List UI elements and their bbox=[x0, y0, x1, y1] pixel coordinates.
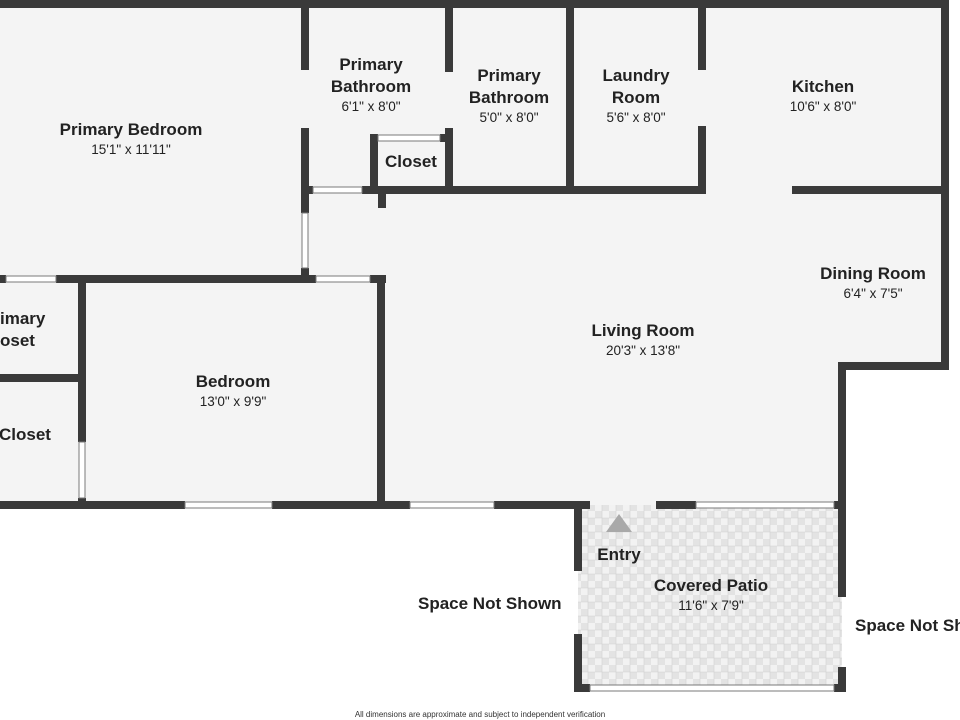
wall-pb-right-a bbox=[301, 0, 309, 70]
room-dimensions: 6'4" x 7'5" bbox=[843, 286, 903, 301]
wall-bedroom-left-b bbox=[78, 498, 86, 509]
wall-closet-stub bbox=[378, 190, 386, 208]
room-name: Kitchen bbox=[791, 77, 855, 96]
wall-bath-bottom-b bbox=[362, 186, 706, 194]
wall-pb-bottom-a bbox=[56, 275, 316, 283]
wall-bottom-c bbox=[494, 501, 590, 509]
space-not-shown-left: Space Not Shown bbox=[418, 594, 562, 613]
window-patio-bottom bbox=[589, 684, 835, 692]
room-name: Covered Patio bbox=[653, 576, 769, 595]
room-name: Closet bbox=[385, 152, 437, 171]
window-bottom-bedroom bbox=[184, 501, 273, 509]
wall-dining-bottom bbox=[838, 362, 949, 370]
room-primary-closet: imary oset bbox=[0, 309, 46, 350]
room-name: Bedroom bbox=[195, 372, 271, 391]
window-closet-top bbox=[377, 134, 441, 142]
room-kitchen: Kitchen 10'6" x 8'0" bbox=[790, 76, 857, 116]
wall-bottom-b bbox=[272, 501, 410, 509]
room-dimensions: 5'0" x 8'0" bbox=[479, 110, 539, 125]
wall-bath-bottom-a bbox=[301, 186, 313, 194]
room-dimensions: 5'6" x 8'0" bbox=[606, 110, 666, 125]
entry-arrow-icon bbox=[606, 514, 632, 532]
room-name: Primary Bathroom bbox=[330, 55, 412, 96]
room-name: Dining Room bbox=[820, 264, 926, 283]
wall-bedroom-right bbox=[377, 275, 385, 505]
room-name: Laundry Room bbox=[602, 66, 670, 107]
wall-pb-right-b bbox=[301, 128, 309, 213]
wall-bedroom-left-a bbox=[78, 275, 86, 442]
wall-closet-left bbox=[370, 134, 378, 190]
wall-laundry-right-b bbox=[698, 126, 706, 194]
floor-fills bbox=[0, 5, 945, 690]
windows bbox=[5, 134, 835, 692]
window-bottom-patio bbox=[695, 501, 835, 509]
wall-kitchen-bottom bbox=[792, 186, 949, 194]
wall-bottom-d bbox=[656, 501, 696, 509]
window-bath1-bottom bbox=[312, 186, 363, 194]
wall-bath-div-b bbox=[445, 128, 453, 190]
room-closet-small: Closet bbox=[385, 151, 437, 173]
window-left-top bbox=[5, 275, 57, 283]
room-bedroom: Bedroom 13'0" x 9'9" bbox=[196, 371, 271, 411]
room-dimensions: 20'3" x 13'8" bbox=[605, 343, 681, 358]
room-dimensions: 13'0" x 9'9" bbox=[199, 394, 267, 409]
room-laundry: Laundry Room 5'6" x 8'0" bbox=[591, 65, 681, 127]
window-pb-right bbox=[301, 212, 309, 269]
wall-bath-div-a bbox=[445, 0, 453, 72]
room-living: Living Room 20'3" x 13'8" bbox=[592, 320, 695, 360]
room-name: Primary Bedroom bbox=[59, 120, 203, 139]
wall-patio-left-a bbox=[574, 505, 582, 571]
room-primary-bathroom-1: Primary Bathroom 6'1" x 8'0" bbox=[321, 54, 421, 116]
wall-laundry-left bbox=[566, 0, 574, 192]
entry-name: Entry bbox=[597, 545, 641, 564]
room-name: Living Room bbox=[591, 321, 695, 340]
room-primary-bathroom-2: Primary Bathroom 5'0" x 8'0" bbox=[459, 65, 559, 127]
room-closet-left: Closet bbox=[0, 425, 51, 444]
wall-patio-right-b bbox=[838, 667, 846, 692]
footer-disclaimer: All dimensions are approximate and subje… bbox=[354, 710, 606, 719]
room-dimensions: 6'1" x 8'0" bbox=[341, 99, 401, 114]
room-dimensions: 10'6" x 8'0" bbox=[789, 99, 857, 114]
wall-left-stub-top bbox=[0, 275, 6, 283]
label-entry: Entry bbox=[597, 544, 640, 566]
walls bbox=[0, 0, 949, 692]
wall-bottom-a bbox=[0, 501, 185, 509]
wall-patio-bottom-a bbox=[574, 684, 590, 692]
window-bedroom-left bbox=[78, 441, 86, 499]
window-bottom-living bbox=[409, 501, 495, 509]
window-pb-bottom bbox=[315, 275, 371, 283]
wall-closet-divider bbox=[0, 374, 84, 382]
space-not-shown-right: Space Not Sh bbox=[855, 616, 960, 635]
wall-laundry-right-a bbox=[698, 0, 706, 70]
wall-closet-top-right bbox=[440, 134, 453, 142]
patio-floor bbox=[578, 505, 842, 690]
room-covered-patio: Covered Patio 11'6" x 7'9" bbox=[654, 575, 768, 615]
room-name: Primary Bathroom bbox=[468, 66, 550, 107]
wall-patio-left-b bbox=[574, 634, 582, 692]
wall-right-upper bbox=[941, 0, 949, 370]
interior-floor bbox=[0, 5, 945, 505]
room-dimensions: 15'1" x 11'11" bbox=[91, 142, 171, 157]
wall-living-right bbox=[838, 362, 846, 505]
wall-patio-right-a bbox=[838, 505, 846, 597]
wall-top bbox=[0, 0, 949, 8]
room-primary-bedroom: Primary Bedroom 15'1" x 11'11" bbox=[60, 119, 203, 159]
room-dimensions: 11'6" x 7'9" bbox=[678, 598, 744, 613]
room-dining: Dining Room 6'4" x 7'5" bbox=[820, 263, 926, 303]
